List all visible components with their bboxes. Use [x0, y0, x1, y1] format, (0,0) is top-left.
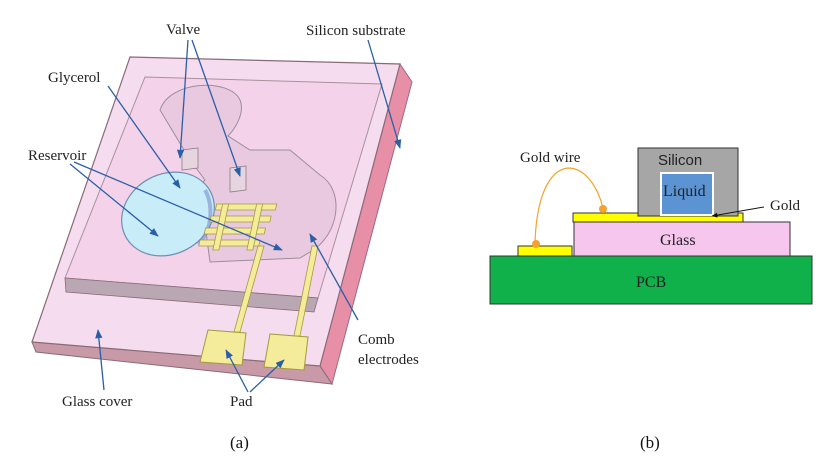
reservoir-glycerol: [121, 171, 215, 257]
arrow-glycerol: [107, 85, 181, 189]
label-silicon: Silicon: [658, 152, 702, 169]
wire-bond-2: [599, 205, 607, 213]
gold-wire: [534, 167, 604, 245]
arrow-valve-2: [191, 39, 241, 177]
comb-electrodes: [198, 203, 278, 251]
label-glass-cover: Glass cover: [62, 394, 132, 410]
label-pad: Pad: [230, 394, 253, 410]
pcb-block: [489, 255, 813, 305]
arrow-gold: [711, 206, 765, 218]
panel-b: PCB Glass Silicon Liquid Gold wire Gold …: [489, 147, 813, 452]
arrow-reservoir-2: [73, 161, 283, 251]
panel-a: Valve Silicon substrate Glycerol Reservo…: [28, 22, 419, 452]
arrow-valve-1: [176, 39, 189, 159]
label-comb-electrodes-line2: electrodes: [358, 352, 419, 368]
liquid-chamber: [660, 172, 714, 216]
gold-pad-pcb: [517, 245, 573, 257]
inner-chamber-wall: [64, 277, 319, 313]
arrow-pad-2: [249, 359, 285, 393]
arrow-pad-1: [225, 349, 249, 393]
label-pcb: PCB: [636, 274, 666, 291]
caption-b: (b): [640, 433, 660, 452]
pad-2: [263, 333, 309, 371]
label-liquid: Liquid: [663, 183, 706, 200]
arrow-silicon-substrate: [367, 39, 402, 149]
label-gold: Gold: [770, 198, 801, 214]
valve-block-1: [181, 147, 199, 171]
arrow-reservoir-1: [69, 163, 159, 237]
label-gold-wire: Gold wire: [520, 150, 581, 166]
electrode-lead-1: [233, 245, 265, 333]
label-silicon-substrate: Silicon substrate: [306, 23, 406, 39]
label-glycerol: Glycerol: [48, 70, 100, 86]
label-glass: Glass: [660, 232, 696, 249]
pad-1: [199, 329, 247, 366]
glass-block: [573, 221, 791, 257]
label-valve: Valve: [166, 22, 200, 38]
wire-bond-1: [532, 240, 540, 248]
caption-a: (a): [230, 433, 249, 452]
arrow-glass-cover: [95, 329, 105, 391]
label-reservoir: Reservoir: [28, 148, 86, 164]
arrow-comb-electrodes: [309, 233, 359, 321]
label-comb-electrodes-line1: Comb: [358, 332, 395, 348]
